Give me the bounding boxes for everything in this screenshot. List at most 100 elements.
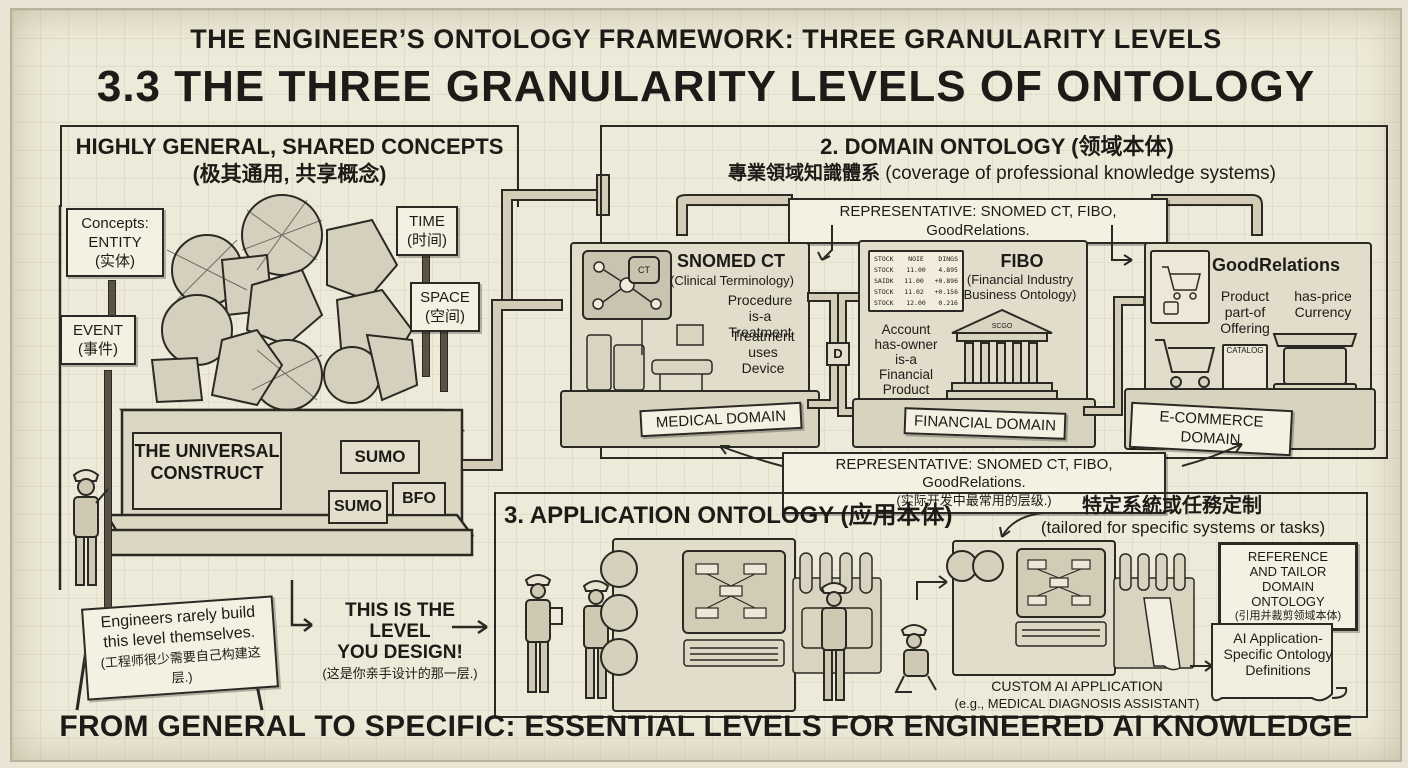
medical-rel2-line2: uses xyxy=(748,344,778,360)
domain-subheading-zh: 專業領域知識體系 xyxy=(727,163,880,184)
medical-rel-procedure: Procedure is-a Treatment xyxy=(720,292,800,340)
main-title: 3.3 THE THREE GRANULARITY LEVELS OF ONTO… xyxy=(96,62,1316,111)
custom-ai-flowchart xyxy=(1027,559,1091,606)
application-note-zh: 特定系統或任務定制 xyxy=(1082,495,1262,517)
sign-time: TIME (时间) xyxy=(396,206,458,256)
engineer-figure-app-3 xyxy=(820,582,848,701)
sumo-plaque-1: SUMO xyxy=(340,440,420,474)
ticker-h0: STOCK xyxy=(874,255,894,263)
sign-event-line1: EVENT xyxy=(72,322,123,339)
scroll-line3: Definitions xyxy=(1245,662,1311,678)
representative-arrows-top xyxy=(817,225,1133,266)
goodrelations-title: GoodRelations xyxy=(1211,255,1340,275)
design-note-line1: THIS IS THE LEVEL xyxy=(345,600,455,642)
universal-construct-plaque: THE UNIVERSAL CONSTRUCT xyxy=(132,432,282,510)
sign-space-line2: (空间) xyxy=(425,308,465,325)
connector-glyph: D xyxy=(826,342,850,366)
scroll-text: AI Application- Specific Ontology Defini… xyxy=(1216,630,1340,678)
fin-rel-line5: Product xyxy=(882,382,930,397)
app-main-screen xyxy=(682,550,786,634)
engineer-figure-kneeling xyxy=(894,624,937,693)
financial-domain-label: FINANCIAL DOMAIN xyxy=(903,407,1067,440)
fin-ecom-pipe xyxy=(1083,296,1145,416)
medical-ct-screen: CT xyxy=(628,256,660,284)
shopping-cart-icon xyxy=(1155,339,1216,388)
bank-sign: SCGO xyxy=(991,323,1013,330)
reference-line1: REFERENCE xyxy=(1247,549,1329,564)
medical-ct-glyph: CT xyxy=(638,265,650,275)
ticker-r0c0: STOCK xyxy=(874,266,894,274)
domain-subheading: 專業領域知識體系 (coverage of professional knowl… xyxy=(652,162,1352,186)
medical-rel-treatment: Treatment uses Device xyxy=(728,328,798,376)
ticker-r0c1: 11.00 xyxy=(906,266,926,274)
scroll-line1: AI Application- xyxy=(1233,630,1323,646)
bank-building-icon xyxy=(946,308,1058,400)
catalog-label: CATALOG xyxy=(1226,346,1264,355)
reel-icon xyxy=(600,550,638,588)
arrow-to-scroll xyxy=(1190,660,1213,672)
fibo-subtitle-line2: Business Ontology) xyxy=(963,287,1077,302)
sign-space-line1: SPACE xyxy=(420,289,470,306)
reference-tailor-sign: REFERENCE AND TAILOR DOMAIN ONTOLOGY (引用… xyxy=(1218,542,1358,631)
design-arrow xyxy=(290,580,488,635)
application-note-arrow xyxy=(999,512,1043,538)
representative-mid-line1: REPRESENTATIVE: SNOMED CT, FIBO, GoodRel… xyxy=(835,456,1113,491)
ecom-rel1-line2: part-of xyxy=(1224,304,1266,320)
design-note: THIS IS THE LEVEL YOU DESIGN! (这是你亲手设计的那… xyxy=(312,600,488,684)
universal-line2: CONSTRUCT xyxy=(150,463,264,483)
ticker-header: STOCK NOIE DINGS xyxy=(874,254,958,265)
arrow-to-custom-app xyxy=(916,575,948,600)
snomed-subtitle: (Clinical Terminology) xyxy=(669,273,795,288)
universal-line1: THE UNIVERSAL xyxy=(134,441,280,461)
application-note-en: (tailored for specific systems or tasks) xyxy=(1040,518,1326,537)
upper-level-panel xyxy=(60,125,519,207)
sumo-plaque-2: SUMO xyxy=(328,490,388,524)
ticker-r2c2: +0.156 xyxy=(934,288,958,296)
upper-panel-border xyxy=(58,205,62,590)
reference-line3: DOMAIN ONTOLOGY xyxy=(1251,579,1325,609)
medical-rel2-line3: Device xyxy=(741,360,785,376)
reference-line4: (引用并裁剪领域本体) xyxy=(1234,610,1342,622)
paper-printout xyxy=(1143,597,1181,671)
application-heading: 3. APPLICATION ONTOLOGY (应用本体) xyxy=(504,502,953,529)
ticker-r3c1: 12.00 xyxy=(906,299,926,307)
medical-rel1-line1: Procedure xyxy=(727,292,793,308)
scroll-line2: Specific Ontology xyxy=(1223,646,1333,662)
ecom-rel2-line1: has-price xyxy=(1294,288,1352,304)
sign-concepts: Concepts: ENTITY (实体) xyxy=(66,208,164,277)
sign-time-line1: TIME xyxy=(409,213,445,230)
fibo-subtitle-line1: (Financial Industry xyxy=(966,272,1074,287)
ticker-h2: DINGS xyxy=(938,255,958,263)
ticker-r2c1: 11.02 xyxy=(904,288,924,296)
ticker-h1: NOIE xyxy=(908,255,924,263)
representative-mid: REPRESENTATIVE: SNOMED CT, FIBO, GoodRel… xyxy=(782,452,1166,514)
engineer-figure-left xyxy=(72,469,109,586)
ecommerce-rel-price: has-price Currency xyxy=(1288,288,1358,320)
fibo-title: FIBO xyxy=(1000,251,1044,271)
fin-rel-line1: Account xyxy=(881,322,931,337)
ecommerce-cart-screen xyxy=(1150,250,1210,324)
sign-event-line2: (事件) xyxy=(78,341,118,358)
upper-heading-en: HIGHLY GENERAL, SHARED CONCEPTS xyxy=(75,134,504,159)
sign-concepts-line3: (实体) xyxy=(95,253,135,270)
domain-top-pipes xyxy=(676,194,1263,236)
ticker-r3c0: STOCK xyxy=(874,299,894,307)
universal-pedestal xyxy=(104,408,475,557)
flowchart-diagram xyxy=(695,563,767,619)
cart-icon xyxy=(1162,266,1201,315)
custom-ai-label: CUSTOM AI APPLICATION (e.g., MEDICAL DIA… xyxy=(952,678,1202,712)
representative-top: REPRESENTATIVE: SNOMED CT, FIBO, GoodRel… xyxy=(788,198,1168,244)
footer-title: FROM GENERAL TO SPECIFIC: ESSENTIAL LEVE… xyxy=(59,710,1353,743)
reel-icon xyxy=(972,550,1004,582)
upper-heading-zh: (极其通用, 共享概念) xyxy=(192,163,387,186)
custom-ai-line2: (e.g., MEDICAL DIAGNOSIS ASSISTANT) xyxy=(954,696,1200,711)
sign-time-line2: (时间) xyxy=(407,232,447,249)
snomed-title: SNOMED CT xyxy=(677,251,785,271)
domain-subheading-en: (coverage of professional knowledge syst… xyxy=(885,163,1277,184)
sign-space: SPACE (空间) xyxy=(410,282,480,332)
sign-concepts-line2: ENTITY xyxy=(88,234,142,251)
domain-heading: 2. DOMAIN ONTOLOGY (领域本体) xyxy=(820,134,1174,159)
fin-rel-line3: is-a xyxy=(895,352,917,367)
